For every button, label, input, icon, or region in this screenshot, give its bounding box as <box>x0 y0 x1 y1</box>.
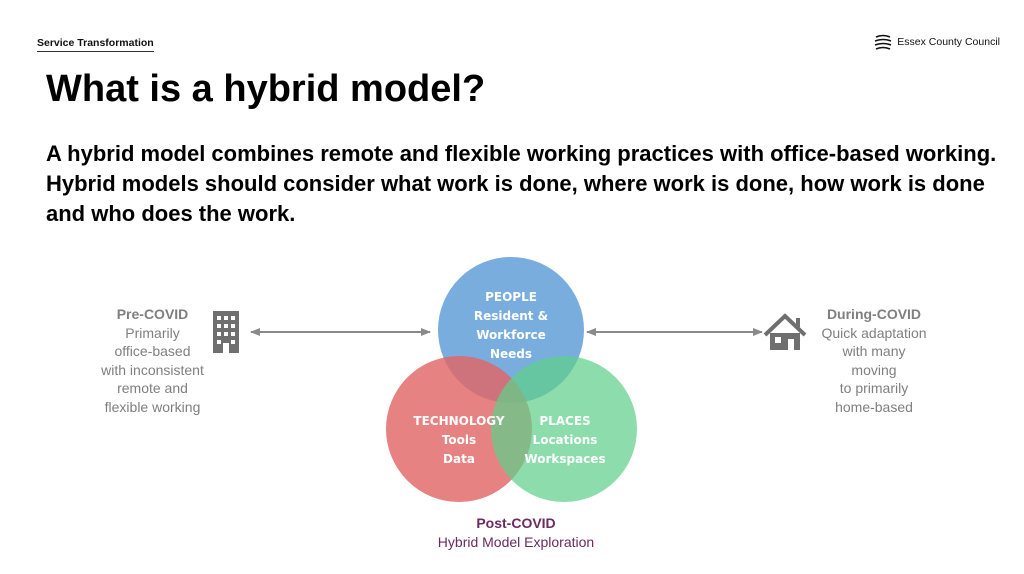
during-covid-line: to primarily <box>839 380 909 396</box>
during-covid-line: with many <box>842 343 906 359</box>
during-covid-text: During-COVID Quick adaptation with many … <box>808 305 940 416</box>
pre-covid-line: with inconsistent <box>101 361 204 378</box>
places-label: PLACES Locations Workspaces <box>515 412 615 469</box>
pre-covid-line: office-based <box>114 343 191 359</box>
technology-circle <box>386 356 532 502</box>
pre-covid-heading: Pre-COVID <box>116 306 189 322</box>
pre-covid-text: Pre-COVID Primarily office-based with in… <box>80 305 225 416</box>
places-circle <box>491 356 637 502</box>
brand-name: Essex County Council <box>897 36 1000 48</box>
technology-label-line: TECHNOLOGY <box>413 414 505 428</box>
during-covid-line: moving <box>851 361 897 378</box>
section-label: Service Transformation <box>37 37 154 52</box>
post-covid-caption: Post-COVID Hybrid Model Exploration <box>400 514 632 552</box>
people-label-line: PEOPLE <box>485 290 537 304</box>
people-label-line: Needs <box>489 347 533 361</box>
during-covid-line: home-based <box>835 398 913 415</box>
essex-crest-icon <box>875 34 892 50</box>
pre-covid-line: Primarily <box>125 324 180 341</box>
page-title: What is a hybrid model? <box>46 68 486 110</box>
people-label-line: Workforce <box>476 328 546 342</box>
during-covid-line: Quick adaptation <box>821 324 927 341</box>
technology-label: TECHNOLOGY Tools Data <box>396 412 522 469</box>
post-covid-heading: Post-COVID <box>476 515 556 531</box>
technology-label-line: Tools <box>441 433 477 447</box>
pre-covid-line: remote and <box>117 380 188 396</box>
technology-label-line: Data <box>443 452 475 466</box>
during-covid-heading: During-COVID <box>826 306 922 322</box>
house-icon <box>763 313 807 350</box>
places-label-line: PLACES <box>539 414 591 428</box>
places-label-line: Locations <box>532 433 598 447</box>
people-label-line: Resident & <box>473 309 549 323</box>
pre-covid-line: flexible working <box>104 398 201 415</box>
brand: Essex County Council <box>874 34 1000 50</box>
people-label: PEOPLE Resident & Workforce Needs <box>449 288 573 364</box>
office-building-icon <box>213 311 239 353</box>
places-label-line: Workspaces <box>524 452 606 466</box>
lead-paragraph: A hybrid model combines remote and flexi… <box>46 141 997 226</box>
post-covid-subheading: Hybrid Model Exploration <box>437 534 595 550</box>
